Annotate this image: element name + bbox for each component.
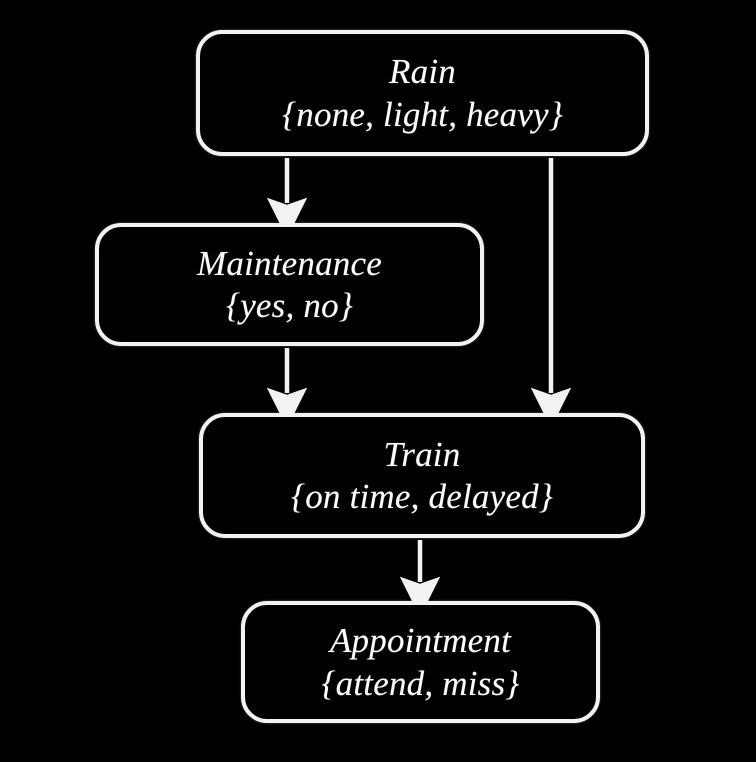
node-maintenance[interactable]: Maintenance {yes, no} [95, 223, 484, 346]
node-rain-states: {none, light, heavy} [282, 94, 563, 134]
node-rain[interactable]: Rain {none, light, heavy} [196, 30, 649, 156]
node-appointment-states: {attend, miss} [321, 663, 520, 703]
node-appointment-title: Appointment [329, 621, 512, 661]
node-maintenance-states: {yes, no} [226, 286, 353, 325]
node-appointment[interactable]: Appointment {attend, miss} [241, 601, 600, 723]
node-rain-title: Rain [389, 52, 456, 92]
node-train[interactable]: Train {on time, delayed} [199, 413, 645, 538]
node-train-states: {on time, delayed} [291, 477, 553, 516]
node-maintenance-title: Maintenance [197, 243, 382, 283]
node-train-title: Train [383, 434, 461, 474]
